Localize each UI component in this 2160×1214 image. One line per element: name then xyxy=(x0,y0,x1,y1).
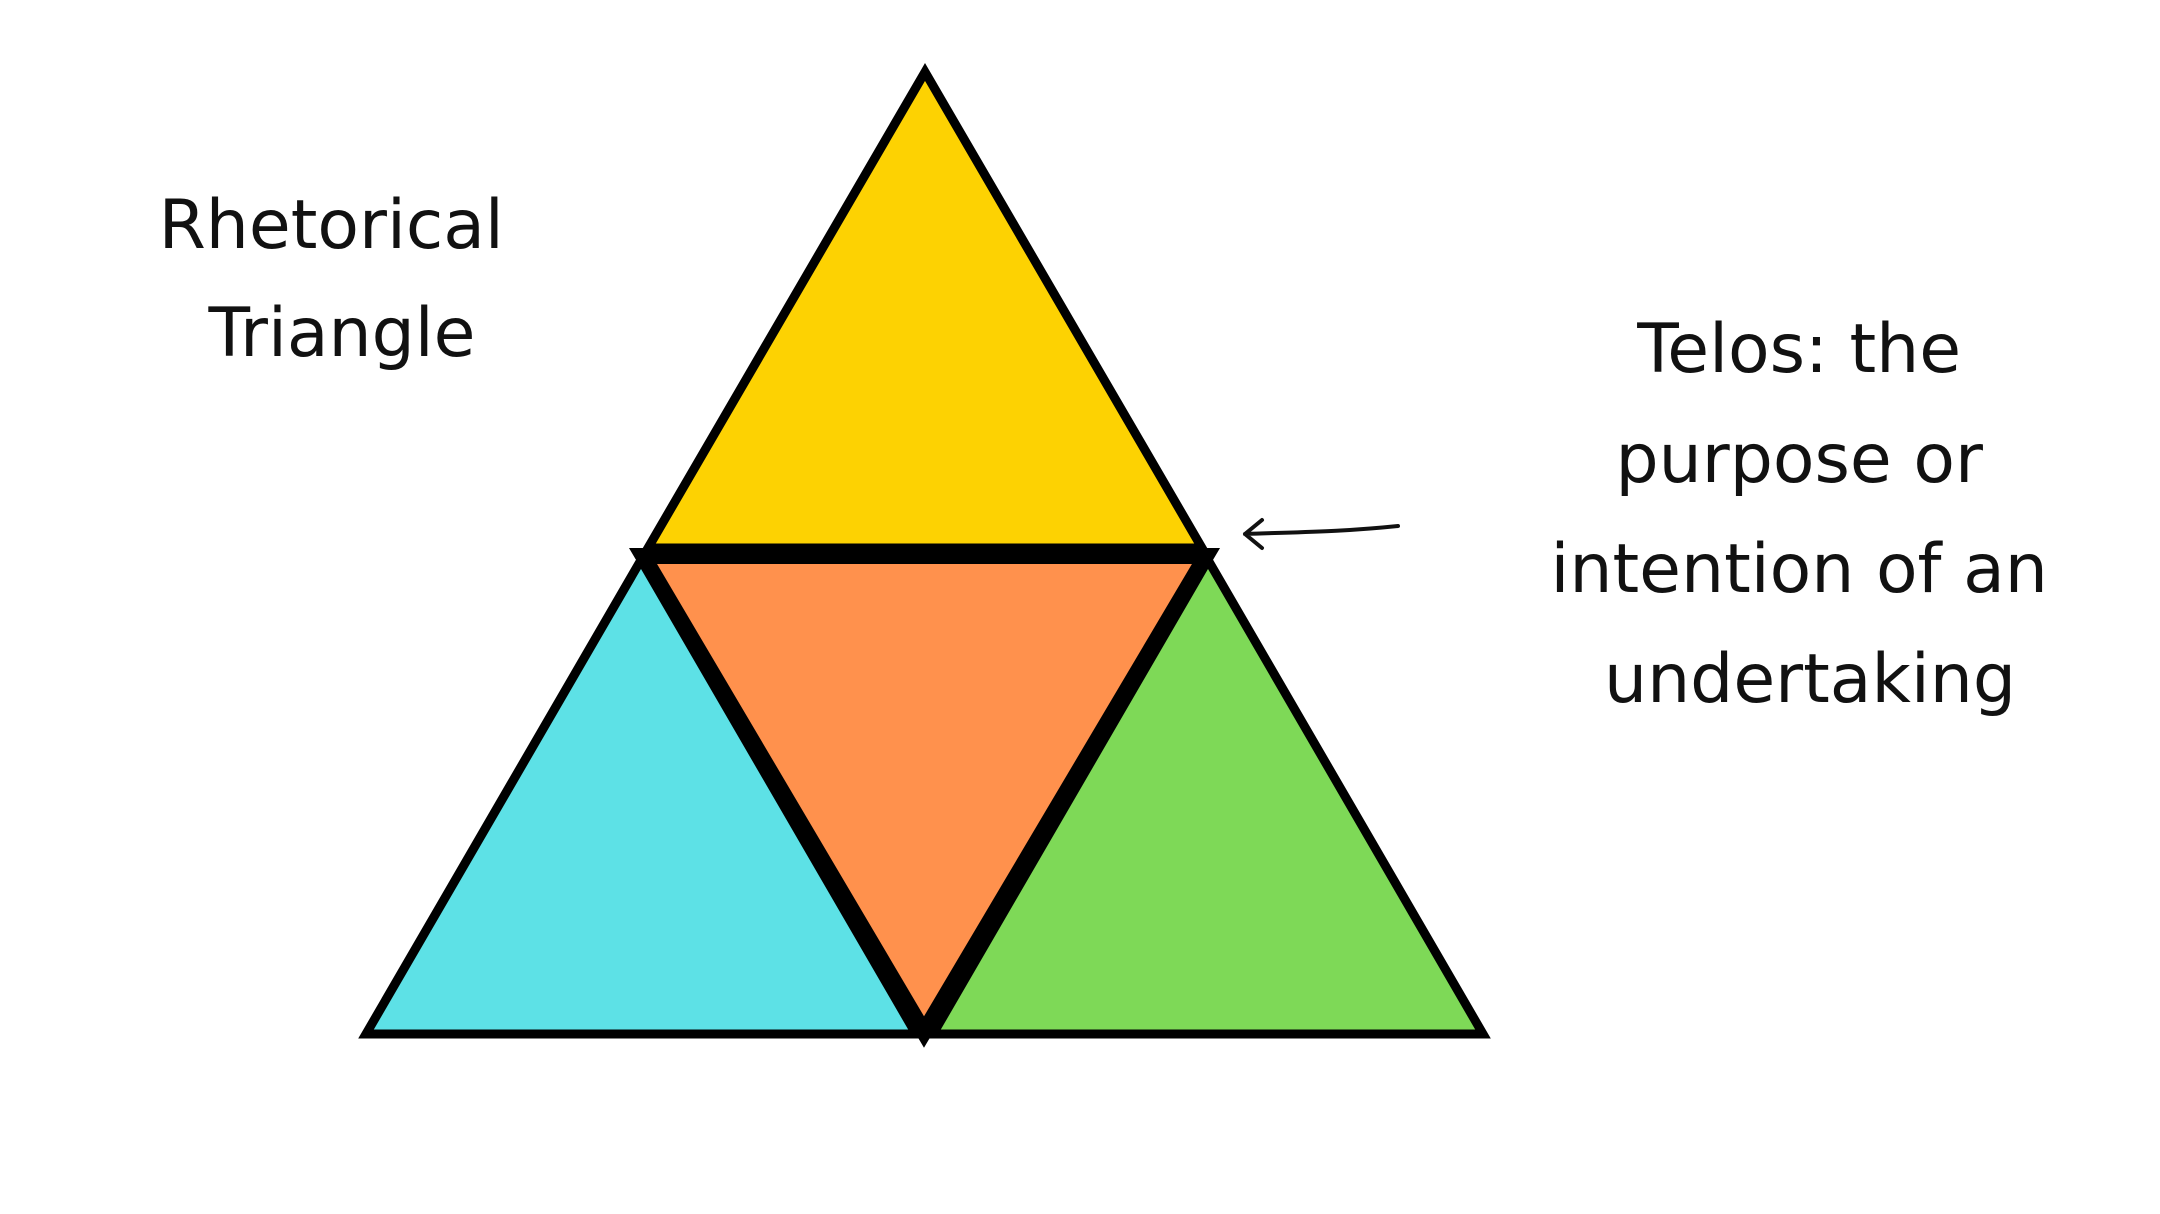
telos-callout-line-2: purpose or xyxy=(1615,420,1982,499)
diagram-title-line-1: Rhetorical xyxy=(159,186,504,265)
telos-callout-line-4: undertaking xyxy=(1604,640,2016,719)
diagram-title-line-2: Triangle xyxy=(207,294,475,373)
top-triangle xyxy=(640,63,1210,553)
telos-callout: Telos: the purpose or intention of an un… xyxy=(1550,310,2069,719)
center-triangle xyxy=(628,548,1221,1048)
callout-arrow-icon xyxy=(1243,518,1400,550)
diagram-title: Rhetorical Triangle xyxy=(159,186,526,373)
telos-callout-line-1: Telos: the xyxy=(1636,310,1961,389)
telos-callout-line-3: intention of an xyxy=(1550,530,2047,609)
